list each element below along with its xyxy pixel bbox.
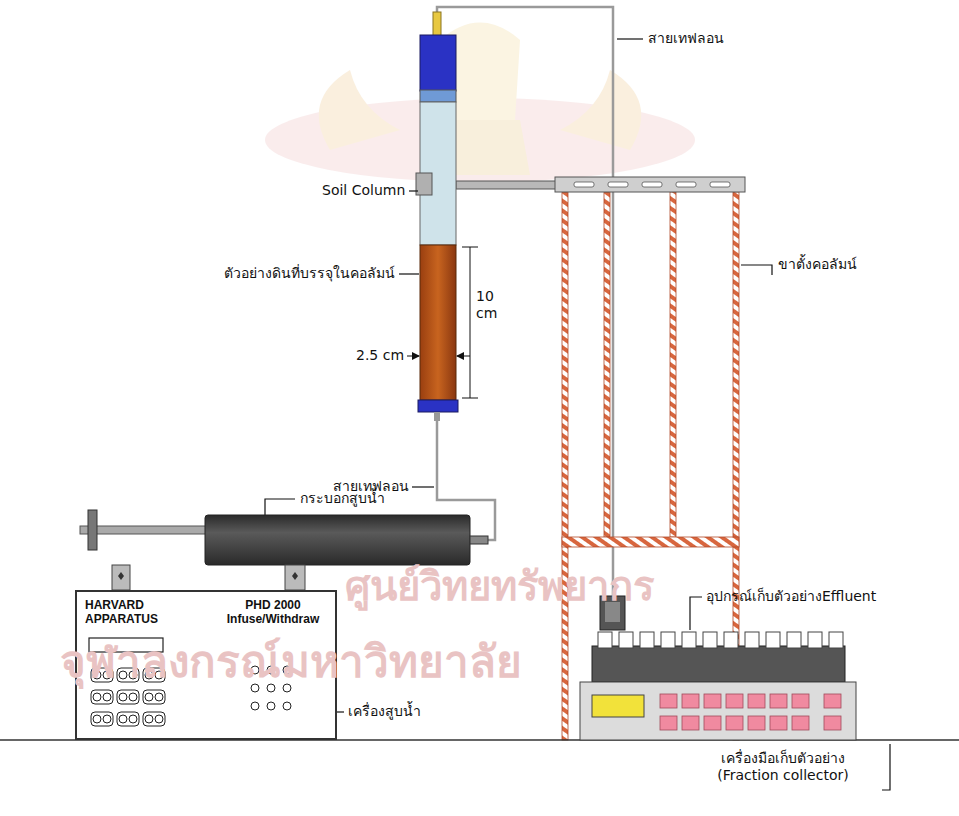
watermark: จุฬาลงกรณ์มหาวิทยาลัย (60, 636, 522, 689)
model-name: PHD 2000 Infuse/Withdraw (217, 599, 329, 627)
part-label: เครื่องมือเก็บตัวอย่าง (Fraction collect… (690, 750, 876, 784)
part-label: เครื่องสูบน้ำ (348, 703, 421, 720)
dimension-label: 2.5 cm (356, 347, 404, 364)
watermark: ศูนย์วิทยทรัพยากร (345, 562, 654, 610)
part-label: อุปกรณ์เก็บตัวอย่างEffluent (706, 588, 876, 605)
part-label: ตัวอย่างดินที่บรรจุในคอลัมน์ (224, 265, 395, 282)
part-label: ขาตั้งคอลัมน์ (778, 256, 857, 273)
brand-name: HARVARD APPARATUS (85, 599, 177, 627)
soil-column (416, 12, 458, 421)
teflon-tube (437, 7, 613, 598)
watermark-emblem (265, 23, 695, 183)
part-label: กระบอกสูบน้ำ (300, 490, 385, 507)
part-label: Soil Column (322, 182, 405, 199)
fraction-collector (580, 596, 856, 740)
dimension-label: 10 cm (476, 288, 506, 322)
tube-label: สายเทฟลอน (648, 30, 724, 47)
dimension-lines (407, 247, 478, 398)
